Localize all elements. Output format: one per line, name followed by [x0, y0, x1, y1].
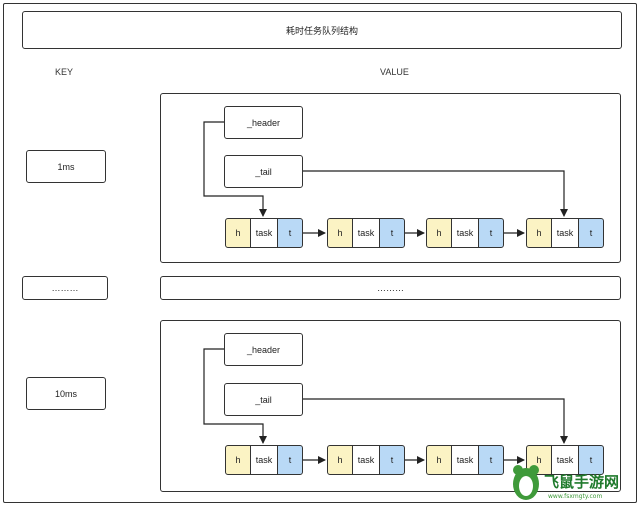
node-h-cell: h: [426, 445, 452, 475]
tail-pointer-label: _tail: [255, 394, 272, 405]
svg-text:www.fsxmgty.com: www.fsxmgty.com: [548, 493, 602, 500]
node-h-cell: h: [327, 445, 353, 475]
node-t-cell: t: [379, 445, 405, 475]
node-task-cell: task: [353, 445, 379, 475]
node-h-cell: h: [426, 218, 452, 248]
header-pointer-label: _header: [246, 344, 281, 355]
ellipsis-value-box: ………: [160, 276, 621, 300]
node-t-cell: t: [379, 218, 405, 248]
key-header: KEY: [55, 67, 74, 77]
key-label: 10ms: [54, 388, 77, 399]
node-task-cell: task: [552, 445, 578, 475]
node-h-cell: h: [225, 218, 251, 248]
header-arrow: [203, 348, 267, 444]
node-task-cell: task: [251, 445, 277, 475]
tail-arrow: [303, 170, 568, 217]
node-t-cell: t: [578, 445, 604, 475]
tail-pointer-box: _tail: [224, 155, 303, 188]
node-h-cell: h: [225, 445, 251, 475]
node-task-cell: task: [251, 218, 277, 248]
node-h-cell: h: [327, 218, 353, 248]
header-pointer-box: _header: [224, 106, 303, 139]
key-label: 1ms: [57, 161, 75, 172]
node-t-cell: t: [277, 445, 303, 475]
ellipsis-key-box: ………: [22, 276, 108, 300]
header-arrow: [203, 121, 267, 217]
node-t-cell: t: [478, 445, 504, 475]
mouse-logo-icon: 飞鼠手游网 www.fsxmgty.com: [513, 465, 619, 500]
node-task-cell: task: [552, 218, 578, 248]
tail-pointer-label: _tail: [255, 166, 272, 177]
header-pointer-label: _header: [246, 117, 281, 128]
node-t-cell: t: [478, 218, 504, 248]
node-task-cell: task: [452, 218, 478, 248]
node-t-cell: t: [277, 218, 303, 248]
node-task-cell: task: [353, 218, 379, 248]
node-task-cell: task: [452, 445, 478, 475]
svg-text:飞鼠手游网: 飞鼠手游网: [544, 473, 619, 491]
ellipsis-key: ………: [51, 283, 79, 293]
key-box-10ms: 10ms: [26, 377, 106, 410]
watermark-logo: 飞鼠手游网 www.fsxmgty.com: [506, 460, 636, 504]
ellipsis-value: ………: [377, 283, 404, 293]
diagram-title: 耗时任务队列结构: [22, 11, 622, 49]
value-header: VALUE: [380, 67, 409, 77]
diagram-title-text: 耗时任务队列结构: [285, 25, 358, 36]
header-pointer-box: _header: [224, 333, 303, 366]
key-box-1ms: 1ms: [26, 150, 106, 183]
tail-pointer-box: _tail: [224, 383, 303, 416]
node-h-cell: h: [526, 218, 552, 248]
node-t-cell: t: [578, 218, 604, 248]
tail-arrow: [303, 398, 568, 444]
